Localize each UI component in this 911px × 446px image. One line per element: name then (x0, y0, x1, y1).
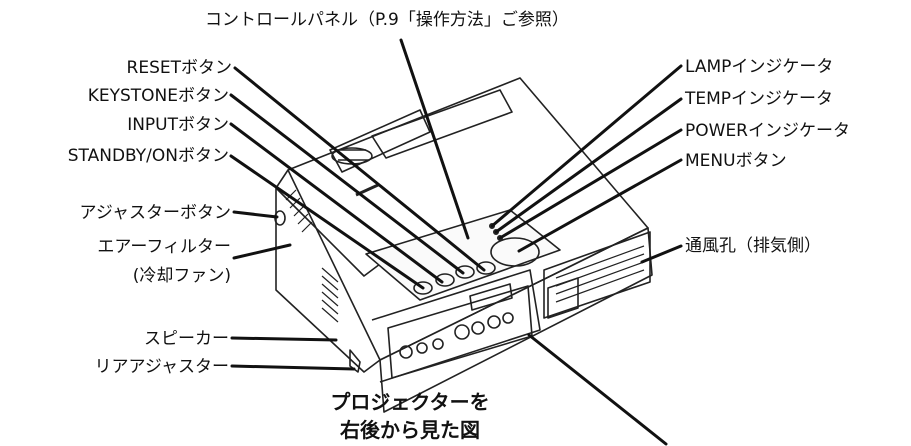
rear-adjuster-foot (349, 349, 361, 373)
top-cover-panel (371, 89, 513, 159)
leader-adjuster (232, 210, 279, 219)
label-air-filter-sub: (冷却ファン) (132, 266, 231, 286)
label-speaker: スピーカー (144, 329, 229, 349)
lens-housing (329, 109, 431, 173)
label-menu-button: MENUボタン (685, 151, 787, 171)
label-keystone-button: KEYSTONEボタン (87, 86, 229, 106)
leader-menu (517, 158, 683, 253)
label-temp-indicator: TEMPインジケータ (685, 89, 834, 109)
leader-vent (640, 244, 683, 264)
leader-io-panel (527, 333, 668, 446)
leader-input (229, 122, 444, 284)
label-vent: 通風孔（排気側） (685, 236, 821, 256)
reset-button-shape (476, 261, 496, 275)
label-control-panel: コントロールパネル（P.9「操作方法」ご参照） (205, 10, 569, 30)
label-standby-button: STANDBY/ONボタン (67, 146, 229, 166)
menu-button-shape (490, 237, 540, 267)
label-adjuster-button: アジャスターボタン (79, 203, 231, 223)
caption-line2: 右後から見た図 (340, 418, 480, 442)
leader-keystone (229, 93, 465, 275)
projector-front-face (379, 227, 653, 413)
label-rear-adjuster: リアアジャスター (94, 357, 229, 377)
leader-lamp (490, 64, 683, 228)
leader-standby (229, 154, 425, 290)
leader-air-filter (232, 243, 292, 260)
input-button-shape (435, 273, 455, 287)
standby-button-shape (413, 281, 433, 295)
keystone-button-shape (455, 265, 475, 279)
label-reset-button: RESETボタン (126, 58, 232, 78)
leader-control-panel (399, 38, 470, 240)
leader-speaker (230, 336, 338, 342)
projector-top-surface (287, 77, 649, 361)
io-panel (387, 285, 533, 379)
projector-left-side (275, 169, 381, 373)
label-lamp-indicator: LAMPインジケータ (685, 57, 834, 77)
leader-temp (494, 97, 683, 234)
label-air-filter: エアーフィルター (97, 237, 231, 257)
vent-grille (543, 231, 651, 319)
caption-line1: プロジェクターを (330, 390, 490, 414)
leader-power (498, 128, 683, 240)
label-power-indicator: POWERインジケータ (685, 121, 850, 141)
leader-rear-adjuster (230, 364, 356, 371)
label-input-button: INPUTボタン (127, 115, 229, 135)
leader-reset (233, 66, 486, 272)
